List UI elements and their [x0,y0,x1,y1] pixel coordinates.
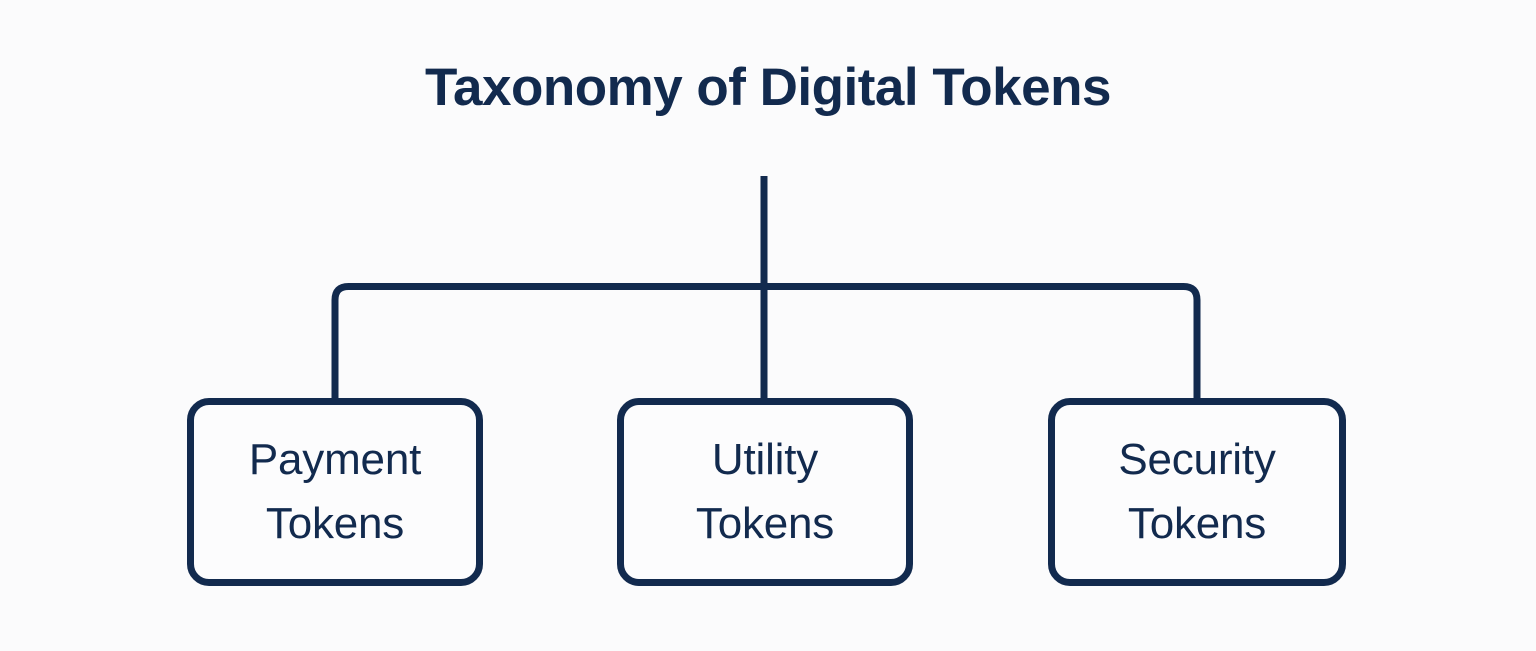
node-payment-tokens[interactable]: Payment Tokens [187,398,483,586]
node-security-tokens-label: Security Tokens [1118,435,1276,548]
bus-line-left [331,283,764,398]
node-security-tokens[interactable]: Security Tokens [1048,398,1346,586]
node-payment-tokens-label: Payment Tokens [248,435,422,548]
bus-line-right [764,283,1201,398]
node-utility-tokens[interactable]: Utility Tokens [617,398,913,586]
node-utility-tokens-label: Utility Tokens [695,435,835,548]
page-title: Taxonomy of Digital Tokens [425,58,1111,117]
